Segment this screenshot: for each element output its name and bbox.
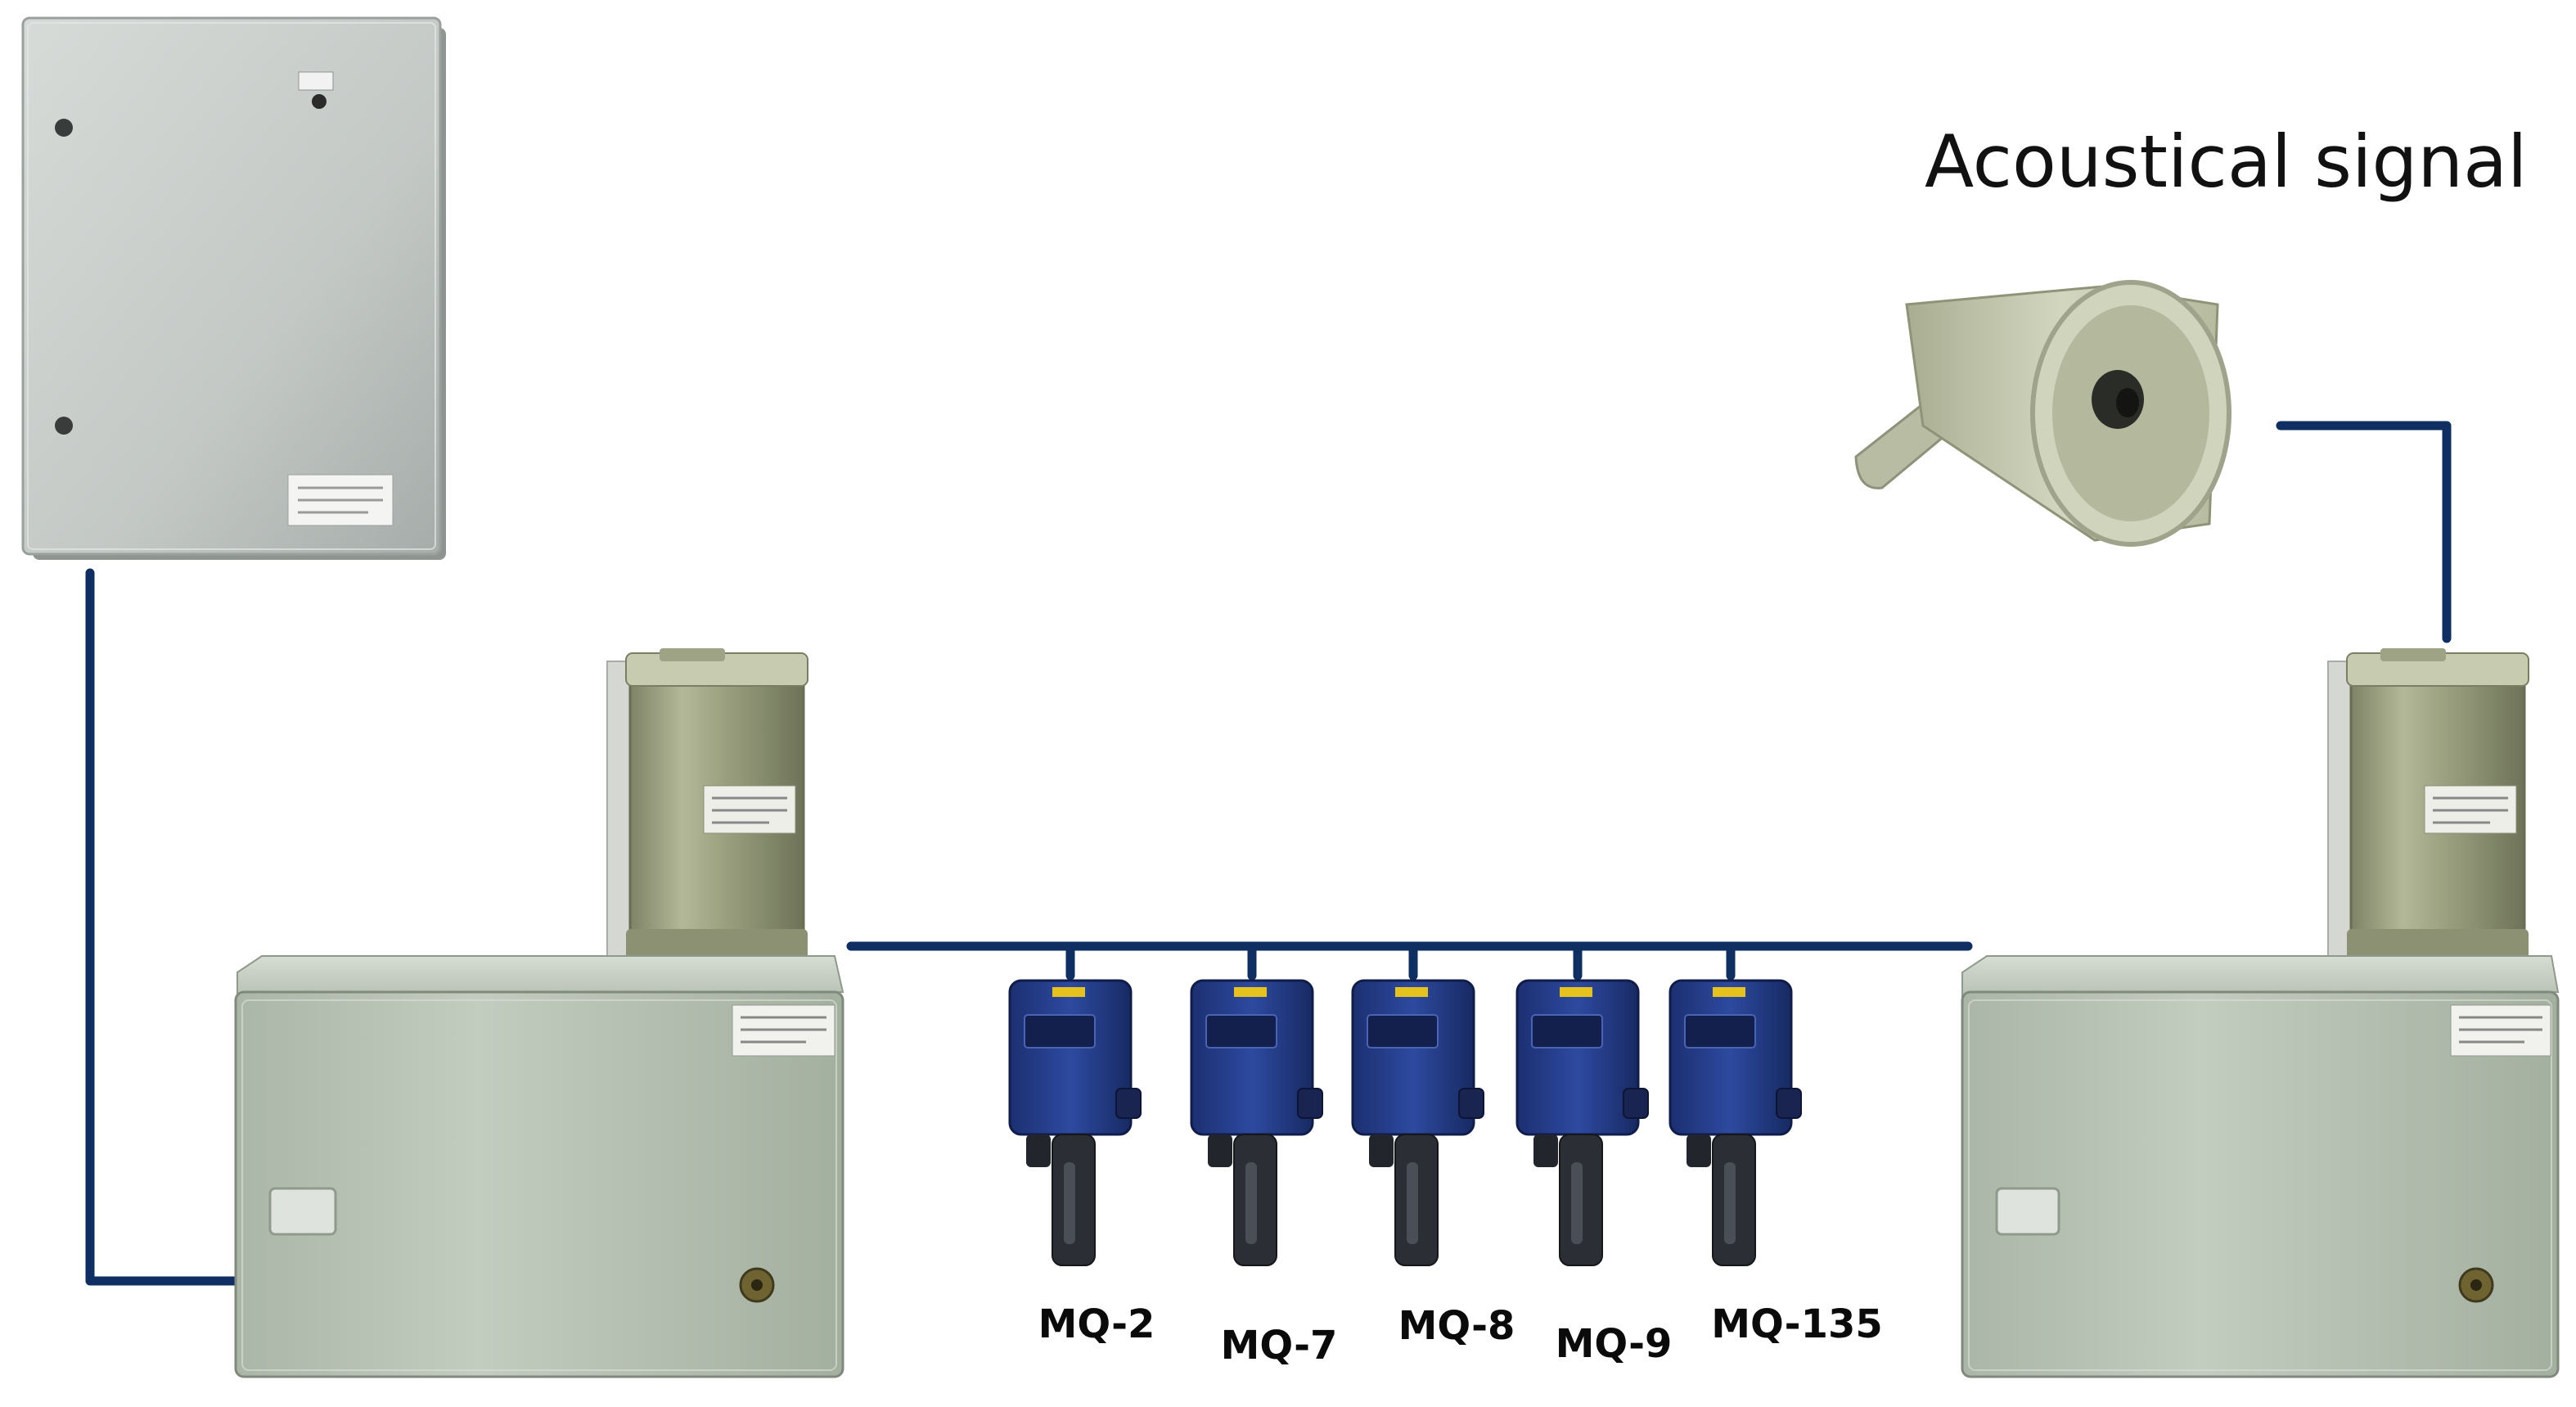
acoustical-signal-label: Acoustical signal (1925, 120, 2527, 204)
right-box-handle (1995, 1187, 2060, 1236)
cabinet-lock-top-icon (55, 119, 73, 137)
sensor-label: MQ-8 (1398, 1303, 1515, 1349)
left-box-handle (268, 1187, 337, 1236)
gas-sensor-unit (1351, 979, 1484, 1266)
right-analyzer-box (1961, 648, 2560, 1378)
sensor-tag (1560, 987, 1592, 997)
sensor-label: MQ-9 (1556, 1321, 1673, 1367)
right-box-door (1961, 990, 2560, 1378)
sensor-tag (1395, 987, 1428, 997)
horn-speaker (1854, 280, 2231, 547)
gas-sensor-unit (1190, 979, 1323, 1266)
wire-horn-to-right-box (2276, 421, 2452, 643)
cabinet-indicator-light-icon (312, 94, 327, 109)
sensor-display (1205, 1014, 1277, 1048)
sensor-display (1367, 1014, 1439, 1048)
wire-cabinet-to-left-box (85, 568, 244, 1286)
gas-sensor-unit (1669, 979, 1802, 1266)
sensor-tag (1713, 987, 1745, 997)
wiring (85, 421, 2452, 1286)
sensor-tag (1234, 987, 1267, 997)
left-analyzer-box (234, 648, 844, 1378)
left-box-door (234, 990, 844, 1378)
gas-sensor-unit (1008, 979, 1142, 1266)
sensor-display (1684, 1014, 1756, 1048)
sensor-label: MQ-135 (1711, 1301, 1883, 1347)
cabinet-lock-bottom-icon (55, 417, 73, 435)
gas-sensor-unit (1515, 979, 1649, 1266)
sensor-display (1024, 1014, 1096, 1048)
sensor-label: MQ-2 (1038, 1301, 1155, 1347)
sensor-group: MQ-2 MQ-7 MQ-8 MQ-9 MQ-135 (1008, 979, 1883, 1369)
sensor-label: MQ-7 (1221, 1323, 1338, 1369)
cabinet-indicator-plate (298, 71, 334, 91)
sensor-display (1531, 1014, 1603, 1048)
control-cabinet (21, 16, 446, 560)
sensor-tag (1052, 987, 1085, 997)
